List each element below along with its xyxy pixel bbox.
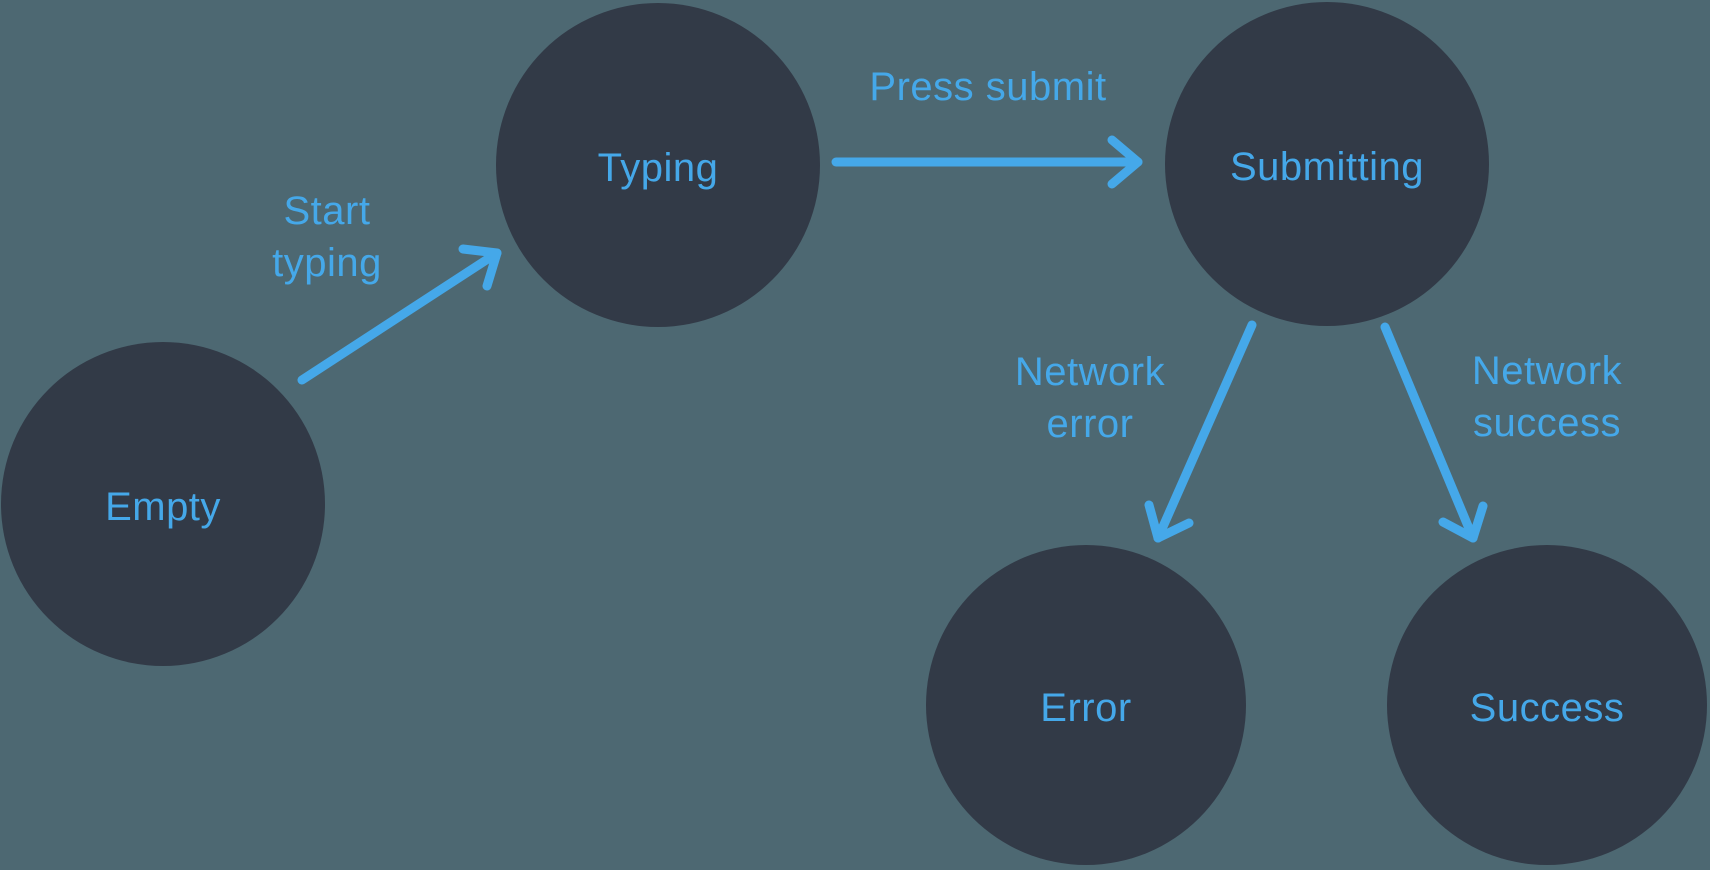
state-node-success: Success <box>1387 545 1707 865</box>
transition-label-network-error: Network error <box>1014 350 1166 446</box>
transition-arrow-press-submit <box>831 135 1143 189</box>
state-label-error: Error <box>1040 685 1132 730</box>
transition-label-press-submit: Press submit <box>869 65 1107 109</box>
state-node-empty: Empty <box>1 342 325 666</box>
state-node-typing: Typing <box>496 3 820 327</box>
state-node-error: Error <box>926 545 1246 865</box>
state-node-submitting: Submitting <box>1165 2 1489 326</box>
state-label-submitting: Submitting <box>1230 144 1424 189</box>
state-label-typing: Typing <box>597 145 719 190</box>
state-label-empty: Empty <box>105 484 221 529</box>
state-label-success: Success <box>1469 685 1625 730</box>
transition-label-start-typing: Start typing <box>272 189 382 285</box>
transition-label-network-success: Network success <box>1471 349 1623 445</box>
